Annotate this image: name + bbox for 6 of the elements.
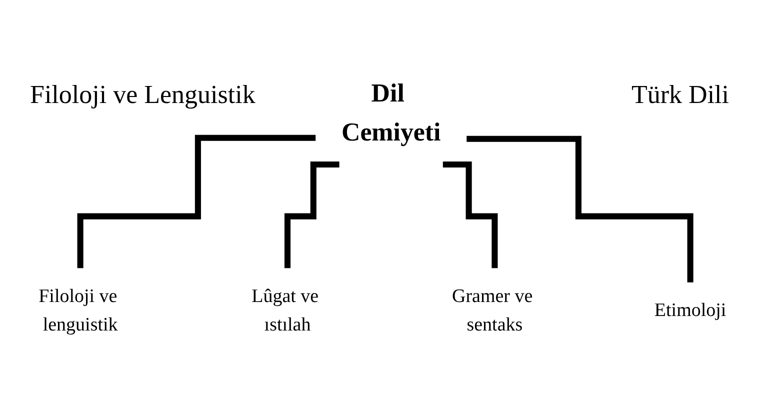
node-text: Filoloji ve lenguistik — [38, 284, 118, 335]
node-text: Dil Cemiyeti — [341, 79, 441, 146]
connector — [466, 136, 694, 286]
node-text: Lûgat ve ıstılah — [252, 284, 319, 335]
node-text: Etimoloji — [654, 298, 726, 320]
node-text: Gramer ve sentaks — [452, 284, 533, 335]
